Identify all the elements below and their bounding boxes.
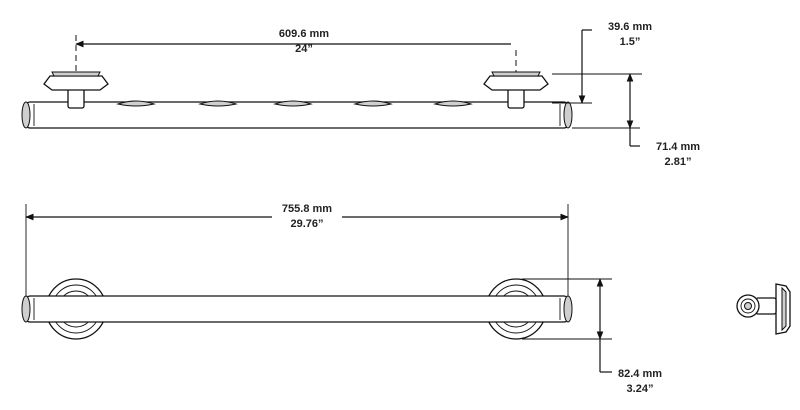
overall-length-metric: 755.8 mm	[282, 203, 332, 215]
projection-metric: 71.4 mm	[656, 141, 700, 153]
right-mount-top	[483, 71, 549, 109]
overall-length-imperial: 29.76”	[290, 218, 323, 230]
flange-height-imperial: 1.5”	[620, 36, 641, 48]
front-view: 755.8 mm 29.76” 82.4 mm 3.24”	[21, 200, 662, 395]
grab-bar-top	[21, 100, 573, 129]
flange-diameter-metric: 82.4 mm	[618, 368, 662, 380]
flange-height-metric: 39.6 mm	[608, 21, 652, 33]
grab-bar-front	[21, 295, 573, 323]
mount-spacing-metric: 609.6 mm	[279, 28, 329, 40]
side-view	[736, 283, 791, 335]
top-view: 609.6 mm 24” 39.6 mm 1.5” 71.4 mm 2.81”	[21, 21, 700, 168]
flange-diameter-imperial: 3.24”	[627, 383, 654, 395]
mount-spacing-imperial: 24”	[295, 43, 313, 55]
left-mount-top	[43, 71, 109, 109]
projection-imperial: 2.81”	[665, 156, 692, 168]
